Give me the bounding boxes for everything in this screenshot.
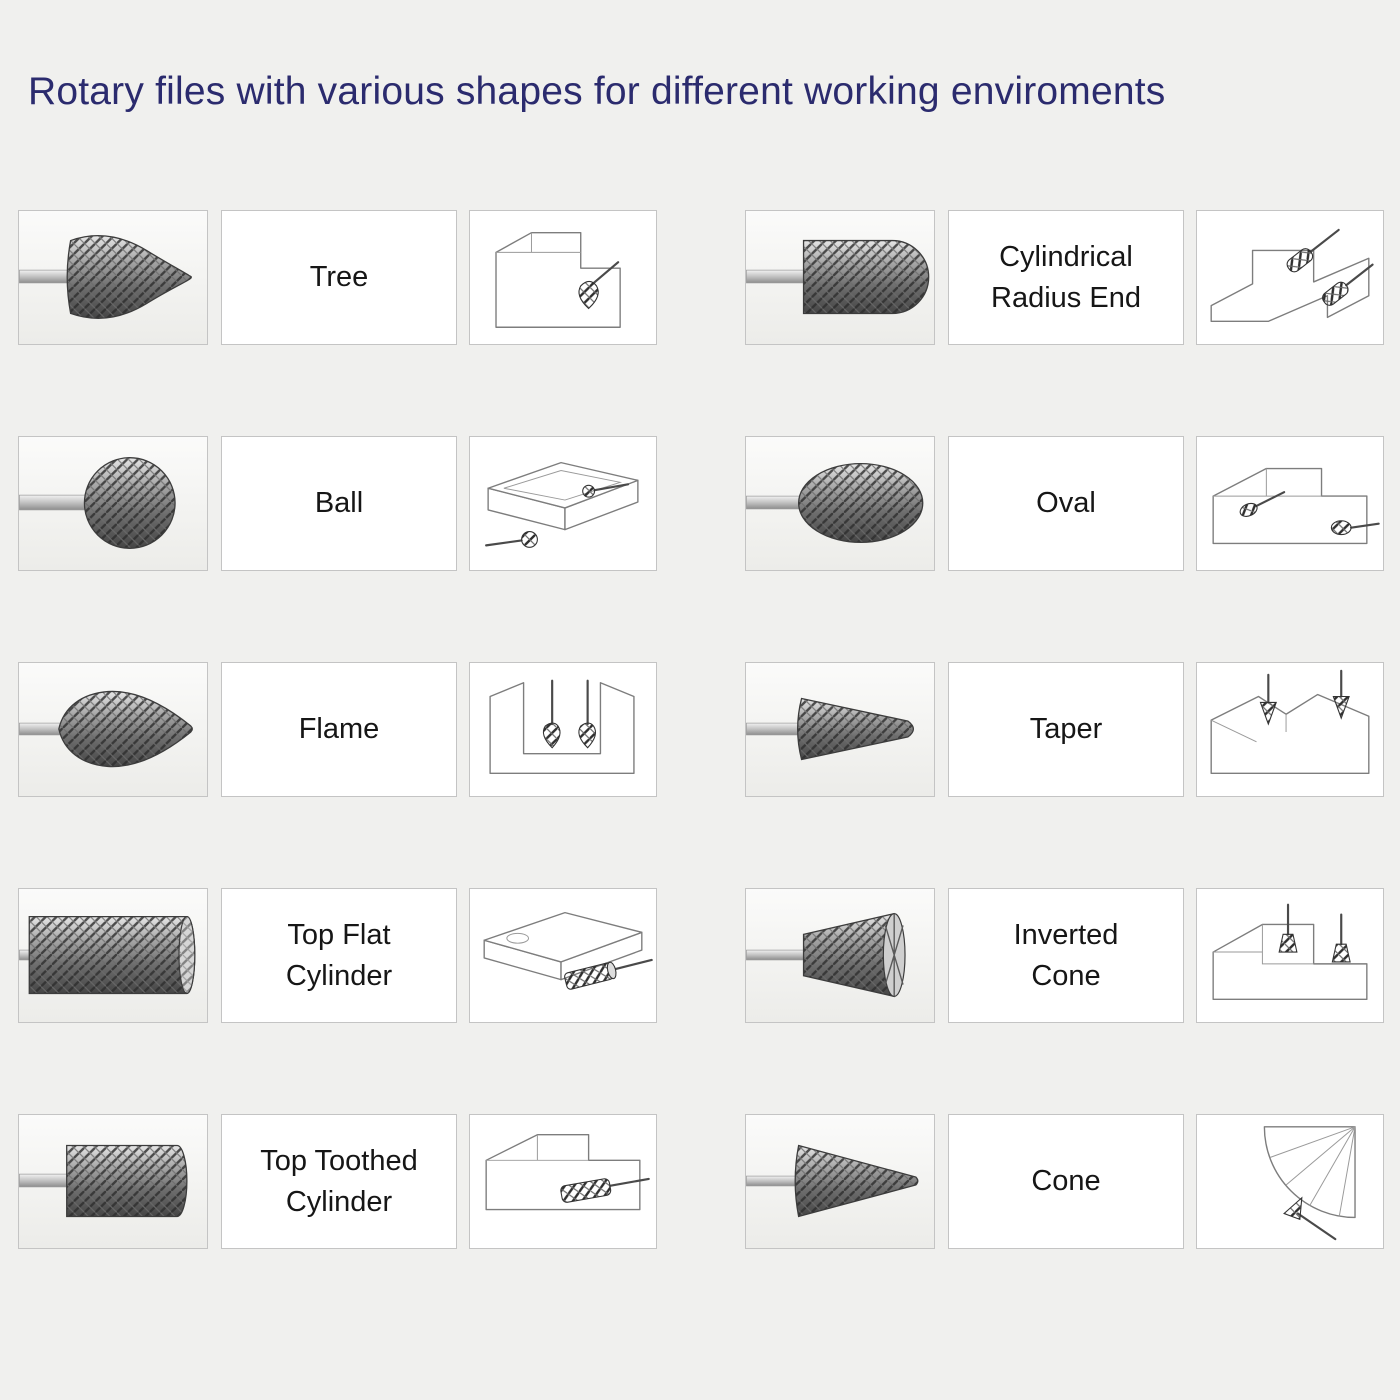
top-toothed-cylinder-burr-photo (18, 1114, 208, 1249)
shape-label-text: Tree (309, 261, 369, 294)
shape-label-cone: Cone (948, 1114, 1184, 1249)
shape-label-text: Ball (314, 487, 364, 520)
shape-label-ball: Ball (221, 436, 457, 571)
oval-usage-illustration (1196, 436, 1384, 571)
inverted-cone-burr-photo (745, 888, 935, 1023)
ball-burr-image (19, 457, 176, 549)
shape-label-cylindrical-radius-end: Cylindrical Radius End (948, 210, 1184, 345)
tree-burr-image (19, 235, 192, 319)
top-flat-cylinder-burr-photo (18, 888, 208, 1023)
shape-row-1: Tree Cylindrical Radius End (0, 210, 1400, 345)
oval-burr-image (746, 462, 924, 544)
inverted-cone-burr-image (746, 912, 906, 998)
taper-usage-illustration (1196, 662, 1384, 797)
taper-burr-image (746, 697, 915, 761)
shape-row-5: Top Toothed Cylinder Cone (0, 1114, 1400, 1249)
top-toothed-cylinder-burr-image (19, 1144, 188, 1218)
ball-usage-illustration (469, 436, 657, 571)
flame-usage-illustration (469, 662, 657, 797)
shape-label-top-flat-cylinder: Top Flat Cylinder (221, 888, 457, 1023)
cone-burr-image (746, 1144, 919, 1218)
shape-label-text: Cone (1031, 1165, 1101, 1198)
shape-label-inverted-cone: Inverted Cone (948, 888, 1184, 1023)
tree-burr-photo (18, 210, 208, 345)
shape-label-tree: Tree (221, 210, 457, 345)
cylindrical-radius-end-burr-image (746, 239, 930, 315)
shape-row-3: Flame Taper (0, 662, 1400, 797)
cone-usage-illustration (1196, 1114, 1384, 1249)
tree-usage-illustration (469, 210, 657, 345)
taper-burr-photo (745, 662, 935, 797)
flame-burr-photo (18, 662, 208, 797)
shape-label-text: Taper (1029, 713, 1103, 746)
shape-label-flame: Flame (221, 662, 457, 797)
flame-burr-image (19, 690, 193, 768)
shape-row-2: Ball Oval (0, 436, 1400, 571)
cylindrical-radius-end-usage-illustration (1196, 210, 1384, 345)
shape-label-text: Inverted Cone (1013, 918, 1119, 992)
shape-label-text: Cylindrical Radius End (991, 240, 1141, 314)
shape-label-taper: Taper (948, 662, 1184, 797)
ball-burr-photo (18, 436, 208, 571)
shape-label-oval: Oval (948, 436, 1184, 571)
shape-label-text: Top Toothed Cylinder (260, 1144, 418, 1218)
top-toothed-cylinder-usage-illustration (469, 1114, 657, 1249)
top-flat-cylinder-burr-image (19, 915, 196, 995)
shape-label-top-toothed-cylinder: Top Toothed Cylinder (221, 1114, 457, 1249)
cone-burr-photo (745, 1114, 935, 1249)
inverted-cone-usage-illustration (1196, 888, 1384, 1023)
oval-burr-photo (745, 436, 935, 571)
top-flat-cylinder-usage-illustration (469, 888, 657, 1023)
shape-grid: Tree Cylindrical Radius End (0, 210, 1400, 1249)
shape-label-text: Top Flat Cylinder (285, 918, 393, 992)
cylindrical-radius-end-burr-photo (745, 210, 935, 345)
page-title: Rotary files with various shapes for dif… (28, 70, 1166, 113)
shape-label-text: Oval (1036, 487, 1096, 520)
shape-row-4: Top Flat Cylinder (0, 888, 1400, 1023)
shape-label-text: Flame (298, 713, 380, 746)
